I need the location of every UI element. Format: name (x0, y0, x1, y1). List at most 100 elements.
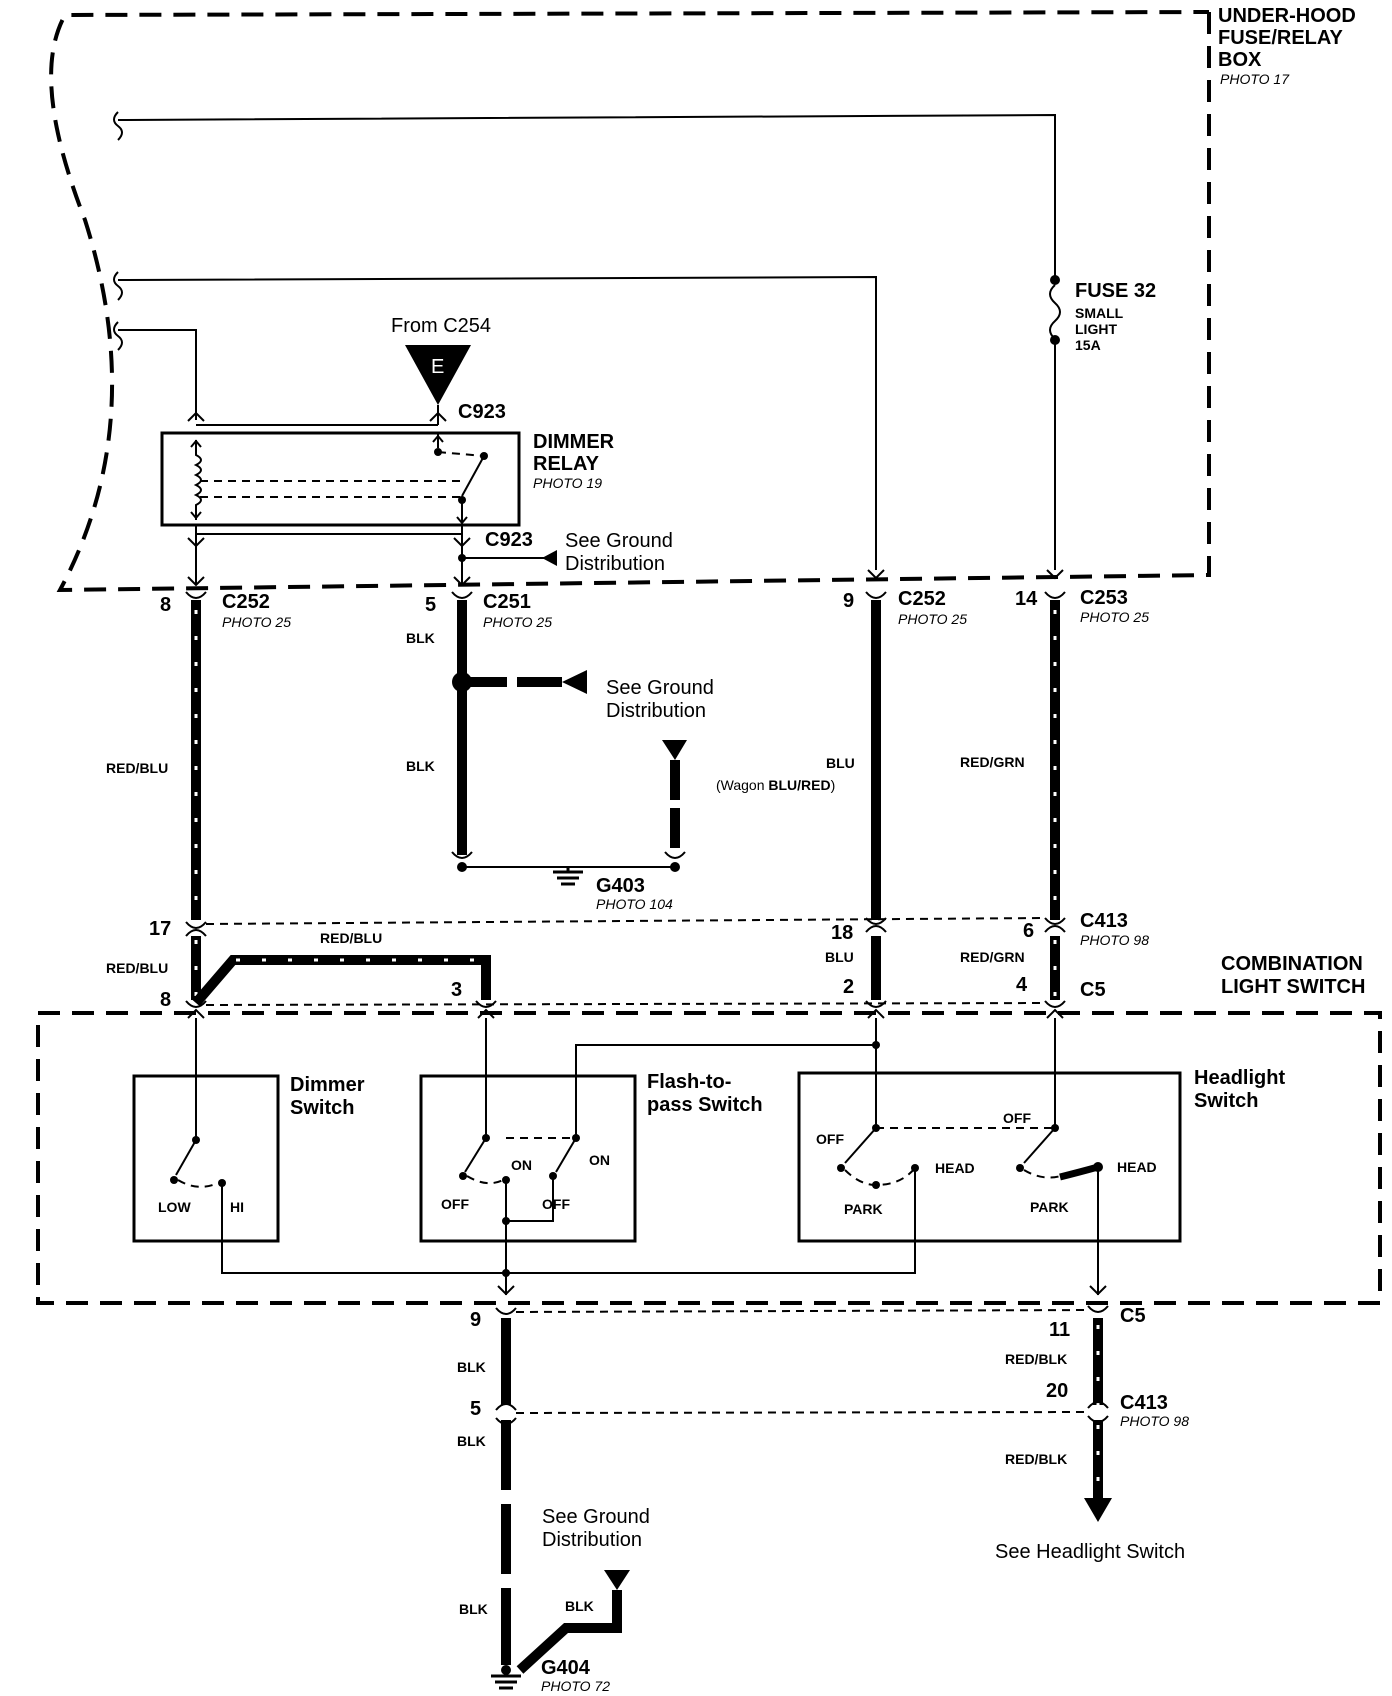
wire-red-blu-label: RED/BLU (106, 760, 168, 776)
c5-top-pin3: 3 (451, 979, 462, 1001)
relay-name-1: DIMMER (533, 431, 615, 453)
c252a-pin: 8 (160, 594, 171, 616)
g404-ground-icon (491, 1670, 521, 1690)
wire-blk-label-3: BLK (457, 1359, 486, 1375)
flash-switch-box (419, 1074, 637, 1243)
ground-dist-2: Distribution (565, 553, 665, 575)
ground-dist-5: See Ground (542, 1506, 650, 1528)
c413-bot-photo: PHOTO 98 (1120, 1413, 1189, 1429)
flash-on-1: ON (511, 1157, 532, 1173)
flash-label-1: Flash-to- (647, 1071, 731, 1093)
break-symbol (113, 111, 123, 141)
c252a-name: C252 (222, 591, 270, 613)
arrow-down-icon (1084, 1498, 1112, 1522)
fuse-32-icon (1049, 284, 1061, 340)
flash-off-1: OFF (441, 1196, 469, 1212)
wire-blu-label: BLU (826, 755, 855, 771)
g403-label: G403 (596, 875, 645, 897)
c413-top-pin17: 17 (149, 918, 171, 940)
relay-feed-wire (118, 329, 197, 420)
c413-top-photo: PHOTO 98 (1080, 932, 1149, 948)
from-c254-label: From C254 (391, 315, 491, 337)
wire-blk-label-2: BLK (406, 758, 435, 774)
dimmer-label-1: Dimmer (290, 1074, 365, 1096)
fuse-rating: 15A (1075, 337, 1101, 353)
wire-blu-label-2: BLU (825, 949, 854, 965)
g403-ground-icon (553, 867, 583, 886)
fuse-desc-1: SMALL (1075, 305, 1124, 321)
dimmer-switch-box (132, 1074, 280, 1243)
fuse-box-title: UNDER-HOOD (1218, 5, 1356, 27)
ground-arrow-icon (542, 550, 557, 566)
fuse-feed-wire (117, 113, 1056, 570)
c253-photo: PHOTO 25 (1080, 609, 1149, 625)
ground-dist-3: See Ground (606, 677, 714, 699)
head-park-1: PARK (844, 1201, 883, 1217)
c413-top-pin18: 18 (831, 922, 853, 944)
wire-wagon-label: (Wagon BLU/RED) (716, 777, 835, 793)
fuse-name: FUSE 32 (1075, 280, 1156, 302)
wire-blk-label-1: BLK (406, 630, 435, 646)
wire-blk-label-5: BLK (459, 1601, 488, 1617)
c5-bot-pin11: 11 (1049, 1319, 1070, 1341)
c252b-pin: 9 (843, 590, 854, 612)
g404-label: G404 (541, 1657, 591, 1679)
e-letter: E (431, 356, 444, 378)
c413-bot-pin20: 20 (1046, 1380, 1068, 1402)
fuse-gap (1050, 283, 1060, 339)
c251-name: C251 (483, 591, 531, 613)
head-off-1: OFF (816, 1131, 844, 1147)
see-headlight-switch: See Headlight Switch (995, 1541, 1185, 1563)
wire-red-blu-label-3: RED/BLU (320, 930, 382, 946)
relay-name-2: RELAY (533, 453, 600, 475)
c413-top-pin6: 6 (1023, 920, 1034, 942)
c5-top-pin4: 4 (1016, 974, 1028, 996)
switch-title-1: COMBINATION (1221, 953, 1363, 975)
c252b-photo: PHOTO 25 (898, 611, 967, 627)
wire-red-grn-label-2: RED/GRN (960, 949, 1025, 965)
ground-arrow-icon-2 (562, 670, 587, 694)
ground-down-icon-2 (604, 1570, 630, 1590)
c252b-name: C252 (898, 588, 946, 610)
c923-bottom-label: C923 (485, 529, 533, 551)
c251-pin: 5 (425, 594, 436, 616)
headlight-label-1: Headlight (1194, 1067, 1285, 1089)
head-head-1: HEAD (935, 1160, 975, 1176)
c413-bot-name: C413 (1120, 1392, 1168, 1414)
headlight-label-2: Switch (1194, 1090, 1258, 1112)
g403-photo: PHOTO 104 (596, 896, 673, 912)
ground-dist-4: Distribution (606, 700, 706, 722)
wire-red-blk-label: RED/BLK (1005, 1351, 1067, 1367)
dimmer-hi: HI (230, 1199, 244, 1215)
ground-down-icon (662, 740, 687, 760)
c252a-photo: PHOTO 25 (222, 614, 291, 630)
dimmer-feed-wire (117, 275, 877, 570)
wire-red-blu-label-2: RED/BLU (106, 960, 168, 976)
wire-blk-label-4: BLK (457, 1433, 486, 1449)
head-off-2: OFF (1003, 1110, 1031, 1126)
fuse-box-photo: PHOTO 17 (1220, 71, 1290, 87)
fuse-box-title-3: BOX (1218, 49, 1262, 71)
c413-bot-pin5: 5 (470, 1398, 481, 1420)
dimmer-relay-box (160, 431, 521, 527)
c5-top-pin8: 8 (160, 989, 171, 1011)
wire-red-blk-label-2: RED/BLK (1005, 1451, 1067, 1467)
c923-top-label: C923 (458, 401, 506, 423)
e-connector-icon (405, 345, 471, 405)
wire-blk-label-6: BLK (565, 1598, 594, 1614)
wire-red-grn-label: RED/GRN (960, 754, 1025, 770)
c5-top-name: C5 (1080, 979, 1106, 1001)
switch-title-2: LIGHT SWITCH (1221, 976, 1365, 998)
wire-red-blu-jumper (192, 955, 491, 1007)
head-head-2: HEAD (1117, 1159, 1157, 1175)
c253-name: C253 (1080, 587, 1128, 609)
ground-dist-1: See Ground (565, 530, 673, 552)
c253-pin: 14 (1015, 588, 1038, 610)
break-symbol (113, 271, 123, 301)
flash-off-2: OFF (542, 1196, 570, 1212)
c5-bot-pin9: 9 (470, 1309, 481, 1331)
dimmer-label-2: Switch (290, 1097, 354, 1119)
c413-top-name: C413 (1080, 910, 1128, 932)
relay-photo: PHOTO 19 (533, 475, 602, 491)
